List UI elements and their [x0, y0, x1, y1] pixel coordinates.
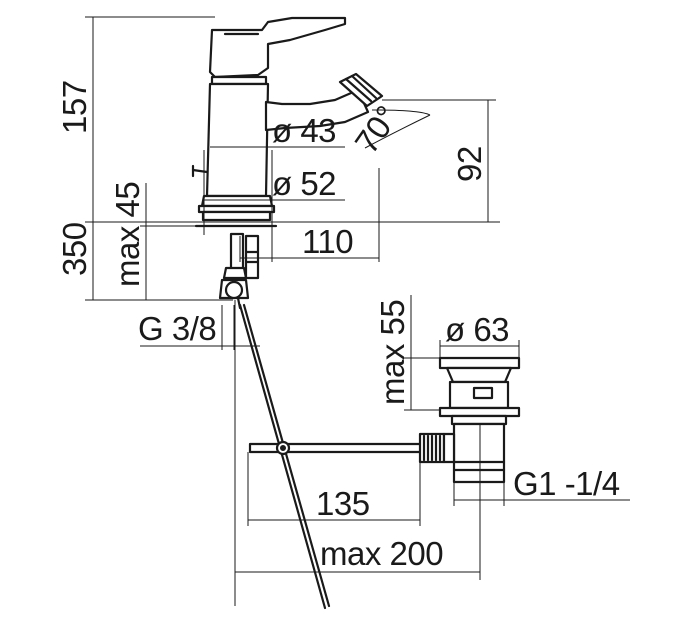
label-dim-350: 350 — [56, 222, 93, 276]
label-height-total: 157 — [56, 80, 93, 134]
label-max-45: max 45 — [109, 182, 146, 287]
label-thread-g114: G1 -1/4 — [513, 465, 620, 502]
label-height-spout: 92 — [451, 146, 488, 182]
label-max-200: max 200 — [320, 535, 443, 572]
faucet-body — [191, 16, 384, 310]
label-dia-43: ø 43 — [272, 112, 336, 149]
label-dim-135: 135 — [316, 485, 370, 522]
label-reach-110: 110 — [302, 223, 353, 260]
label-max-55: max 55 — [374, 300, 411, 405]
dimension-labels: 157 350 max 45 92 ø 43 ø 52 70° 110 G 3/… — [56, 80, 620, 572]
label-thread-g38: G 3/8 — [138, 310, 216, 347]
pop-up-waste — [238, 303, 521, 610]
label-dia-63: ø 63 — [445, 311, 509, 348]
label-dia-52: ø 52 — [272, 165, 336, 202]
dimension-lines — [85, 16, 630, 606]
